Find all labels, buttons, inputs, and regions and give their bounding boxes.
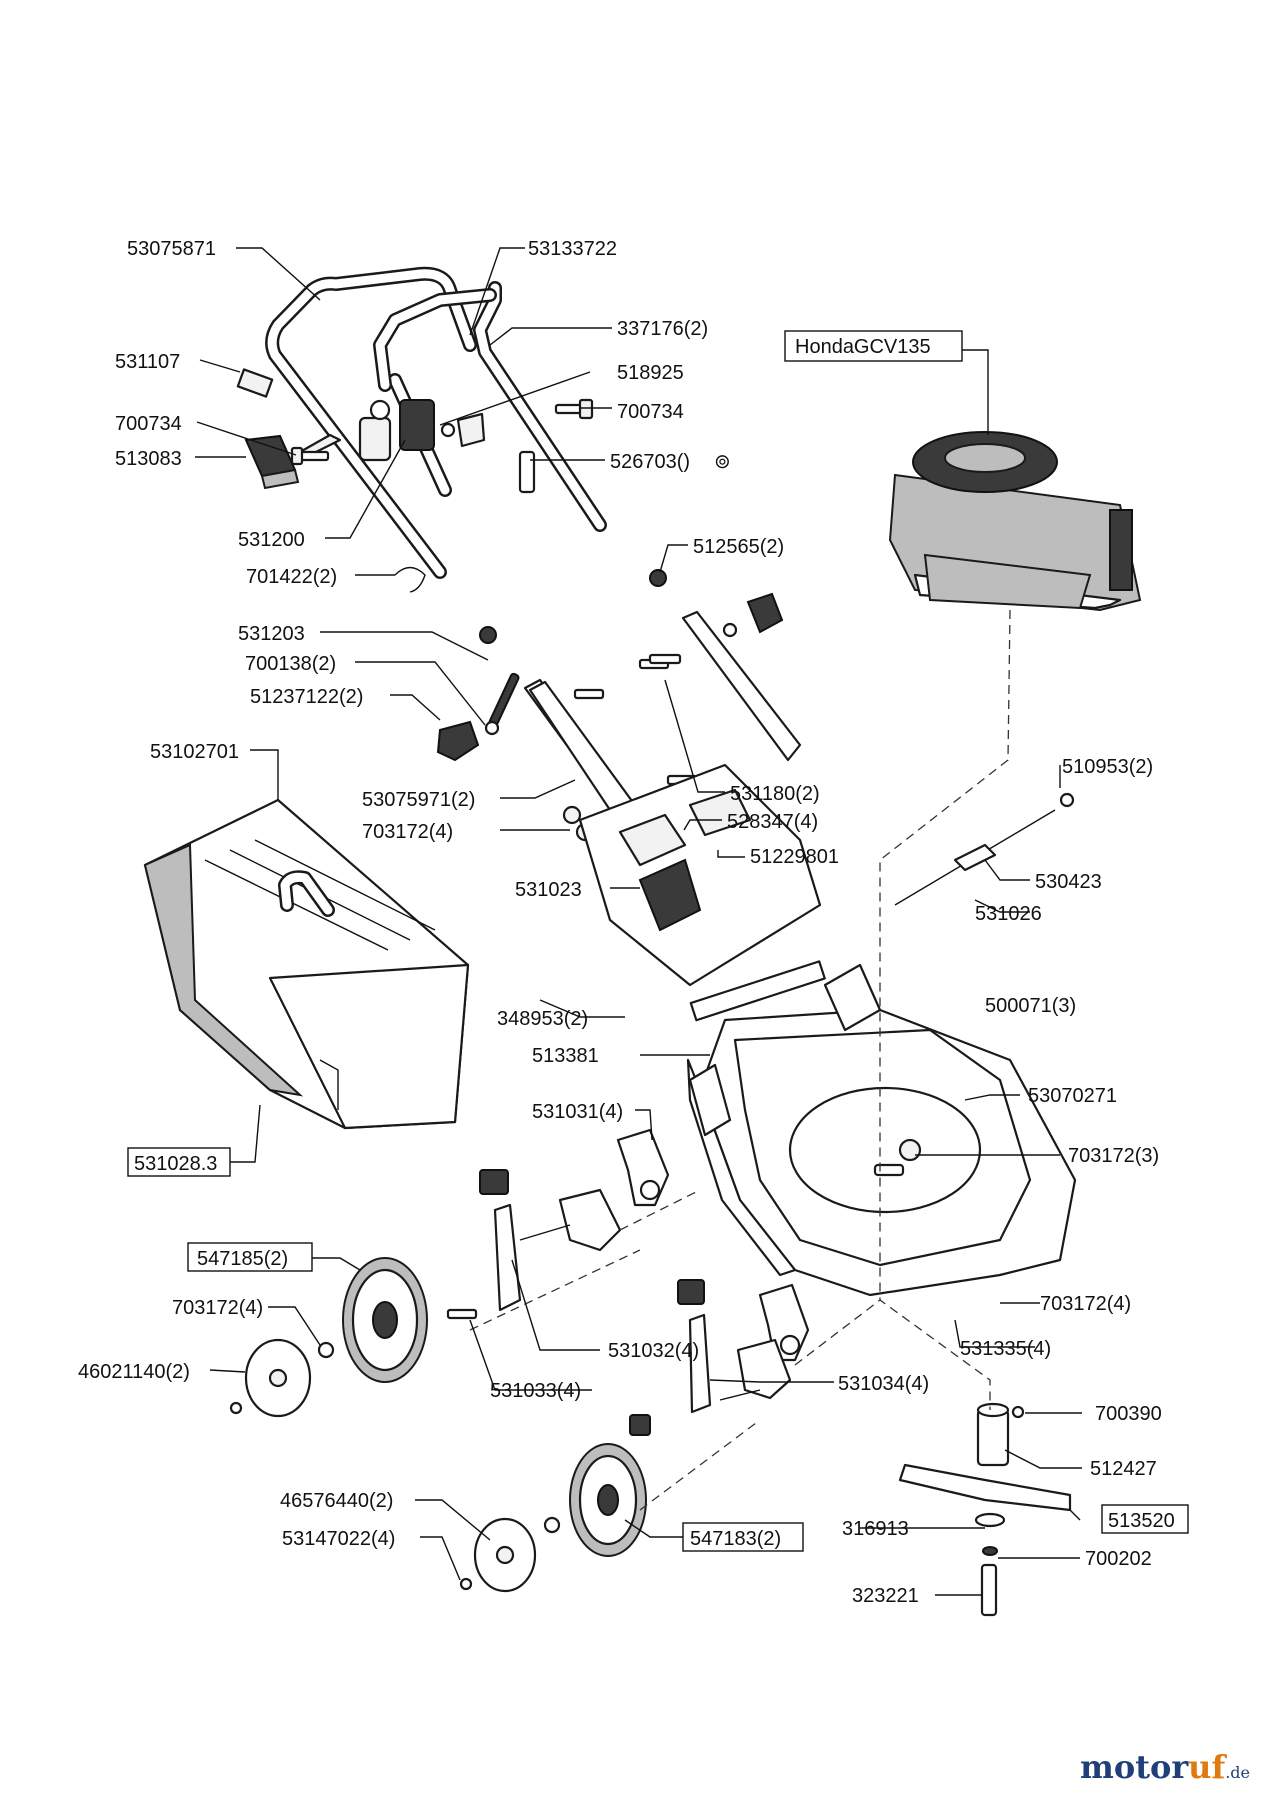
spring-symbol-icon: ⊚: [714, 451, 731, 473]
label-701422: 701422(2): [246, 566, 337, 588]
label-518925: 518925: [617, 362, 684, 384]
label-531026: 531026: [975, 903, 1042, 925]
label-51237122: 51237122(2): [250, 686, 363, 708]
height-adjuster-front: [446, 1279, 810, 1436]
leader-lines: [195, 247, 1082, 1596]
label-531107: 531107: [115, 351, 180, 373]
label-703172-a: 703172(4): [362, 821, 453, 843]
label-531034: 531034(4): [838, 1373, 929, 1395]
cable-switch-box: [244, 434, 300, 490]
brand-tld: .de: [1225, 1763, 1250, 1782]
label-531200: 531200: [238, 529, 305, 551]
lower-handle-right: [681, 610, 802, 762]
label-51229801: 51229801: [750, 846, 839, 868]
label-530423: 530423: [1035, 871, 1102, 893]
label-513381: 513381: [532, 1045, 599, 1067]
brand-logo[interactable]: motoruf.de: [1080, 1748, 1250, 1786]
rear-flap: [578, 763, 826, 1022]
engine-honda: [888, 431, 1142, 612]
label-frames: [127, 330, 1189, 1552]
label-513520: 513520: [1108, 1510, 1175, 1532]
label-512427: 512427: [1090, 1458, 1157, 1480]
brand-name: motor: [1079, 1748, 1189, 1786]
label-703172-b: 703172(3): [1068, 1145, 1159, 1167]
label-700734-left: 700734: [115, 413, 182, 435]
label-700390: 700390: [1095, 1403, 1162, 1425]
cable-clip: [236, 368, 274, 398]
bolt-700734-left: [290, 446, 330, 466]
brand-accent: uf: [1188, 1748, 1226, 1786]
label-703172-d: 703172(4): [1040, 1293, 1131, 1315]
label-528347: 528347(4): [727, 811, 818, 833]
guide-lines: [469, 609, 1011, 1511]
label-700138: 700138(2): [245, 653, 336, 675]
label-53070271: 53070271: [1028, 1085, 1117, 1107]
label-512565: 512565(2): [693, 536, 784, 558]
label-531031: 531031(4): [532, 1101, 623, 1123]
label-53075971: 53075971(2): [362, 789, 475, 811]
label-700202: 700202: [1085, 1548, 1152, 1570]
blade-assembly: [898, 1402, 1072, 1617]
height-adjuster-rear: [479, 1128, 670, 1312]
knob-right: [746, 592, 784, 634]
label-703172-c: 703172(4): [172, 1297, 263, 1319]
label-500071: 500071(3): [985, 995, 1076, 1017]
label-53147022: 53147022(4): [282, 1528, 395, 1550]
knob-left: [436, 720, 480, 762]
rear-wheel: [229, 1257, 428, 1418]
label-53075871: 53075871: [127, 238, 216, 260]
label-323221: 323221: [852, 1585, 919, 1607]
label-526703: 526703(): [610, 451, 690, 473]
label-531180: 531180(2): [730, 783, 820, 805]
label-547185: 547185(2): [197, 1248, 288, 1270]
handle-clamp-parts: [298, 399, 536, 494]
label-531023: 531023: [515, 879, 582, 901]
label-513083: 513083: [115, 448, 182, 470]
label-337176: 337176(2): [617, 318, 708, 340]
label-531335: 531335(4): [960, 1338, 1051, 1360]
label-348953: 348953(2): [497, 1008, 588, 1030]
label-531203: 531203: [238, 623, 305, 645]
label-700734-right: 700734: [617, 401, 684, 423]
label-46576440: 46576440(2): [280, 1490, 393, 1512]
rear-axle-rod: [894, 792, 1075, 906]
label-547183: 547183(2): [690, 1528, 781, 1550]
label-510953: 510953(2): [1062, 756, 1153, 778]
label-316913: 316913: [842, 1518, 909, 1540]
bolt-700734-right: [554, 398, 594, 420]
clip-701422: [394, 566, 426, 593]
part-number-labels: 53075871 53133722 337176(2) 518925 53110…: [78, 238, 1175, 1607]
handle-bow: [373, 281, 607, 532]
grass-catcher-bag: [143, 798, 470, 1130]
mower-deck: [686, 963, 1077, 1297]
label-46021140: 46021140(2): [78, 1361, 190, 1383]
label-53102701: 53102701: [150, 741, 239, 763]
label-531032: 531032(4): [608, 1340, 699, 1362]
label-531028: 531028.3: [134, 1153, 217, 1175]
label-honda-engine: HondaGCV135: [795, 336, 931, 358]
front-wheel: [459, 1443, 647, 1593]
label-531033: 531033(4): [490, 1380, 581, 1402]
label-53133722: 53133722: [528, 238, 617, 260]
